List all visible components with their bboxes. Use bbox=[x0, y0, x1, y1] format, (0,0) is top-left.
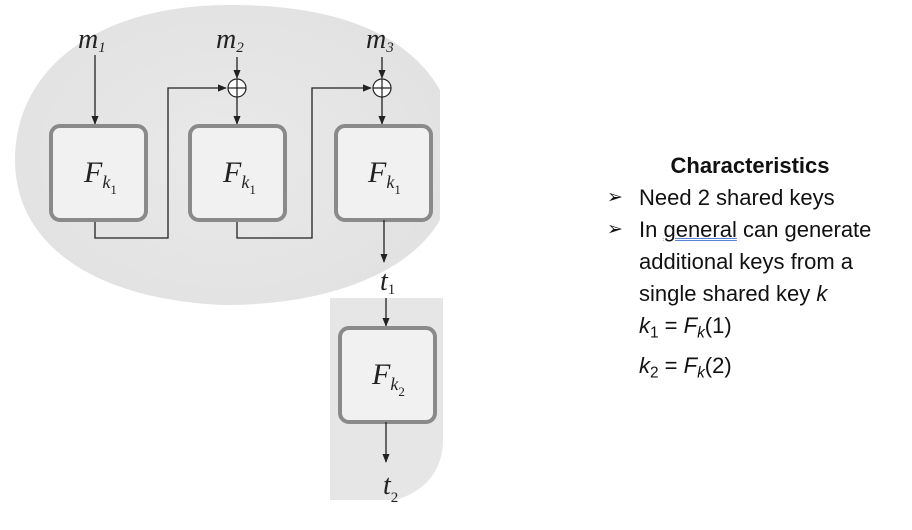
prf-block-2: Fk1 bbox=[188, 124, 287, 222]
list-item: ➢ In general can generate bbox=[604, 214, 909, 246]
svg-text:Fk1: Fk1 bbox=[83, 156, 117, 197]
input-label-m1: m1 bbox=[78, 24, 106, 56]
bullet-text-1: Need 2 shared keys bbox=[639, 185, 835, 210]
characteristics-list: ➢ Need 2 shared keys ➢ In general can ge… bbox=[604, 182, 909, 246]
xor-icon-1 bbox=[227, 78, 247, 98]
output-label-t2: t2 bbox=[383, 470, 398, 506]
input-label-m3: m3 bbox=[366, 24, 394, 56]
cbc-mac-diagram: m1 m2 m3 Fk1 Fk1 Fk1 bbox=[15, 5, 443, 506]
chain-block2-to-xor2 bbox=[236, 84, 372, 239]
bullet-text-2-underlined: general bbox=[663, 217, 737, 242]
characteristics-panel: Characteristics ➢ Need 2 shared keys ➢ I… bbox=[604, 150, 909, 389]
arrow-bullet-icon: ➢ bbox=[607, 187, 623, 208]
output-label-t1: t1 bbox=[380, 266, 395, 298]
characteristics-heading: Characteristics bbox=[670, 153, 830, 178]
xor-icon-2 bbox=[372, 78, 392, 98]
svg-text:Fk2: Fk2 bbox=[371, 358, 405, 399]
continuation-line-2: single shared key k bbox=[639, 281, 828, 306]
equation-k1: k1 = Fk(1) bbox=[639, 313, 732, 342]
list-item: ➢ Need 2 shared keys bbox=[604, 182, 909, 214]
chain-block1-to-xor1 bbox=[94, 84, 227, 239]
bullet-text-2-post: can generate bbox=[736, 217, 872, 242]
bullet-text-2-pre: In bbox=[639, 217, 664, 242]
input-label-m2: m2 bbox=[216, 24, 244, 56]
svg-text:Fk1: Fk1 bbox=[222, 156, 256, 197]
prf-block-4: Fk2 bbox=[338, 326, 437, 424]
arrow-bullet-icon: ➢ bbox=[607, 219, 623, 240]
prf-block-1: Fk1 bbox=[49, 124, 148, 222]
svg-text:Fk1: Fk1 bbox=[367, 156, 401, 197]
equation-k2: k2 = Fk(2) bbox=[639, 352, 732, 382]
prf-block-3: Fk1 bbox=[334, 124, 433, 222]
continuation-line-1: additional keys from a bbox=[639, 249, 853, 274]
